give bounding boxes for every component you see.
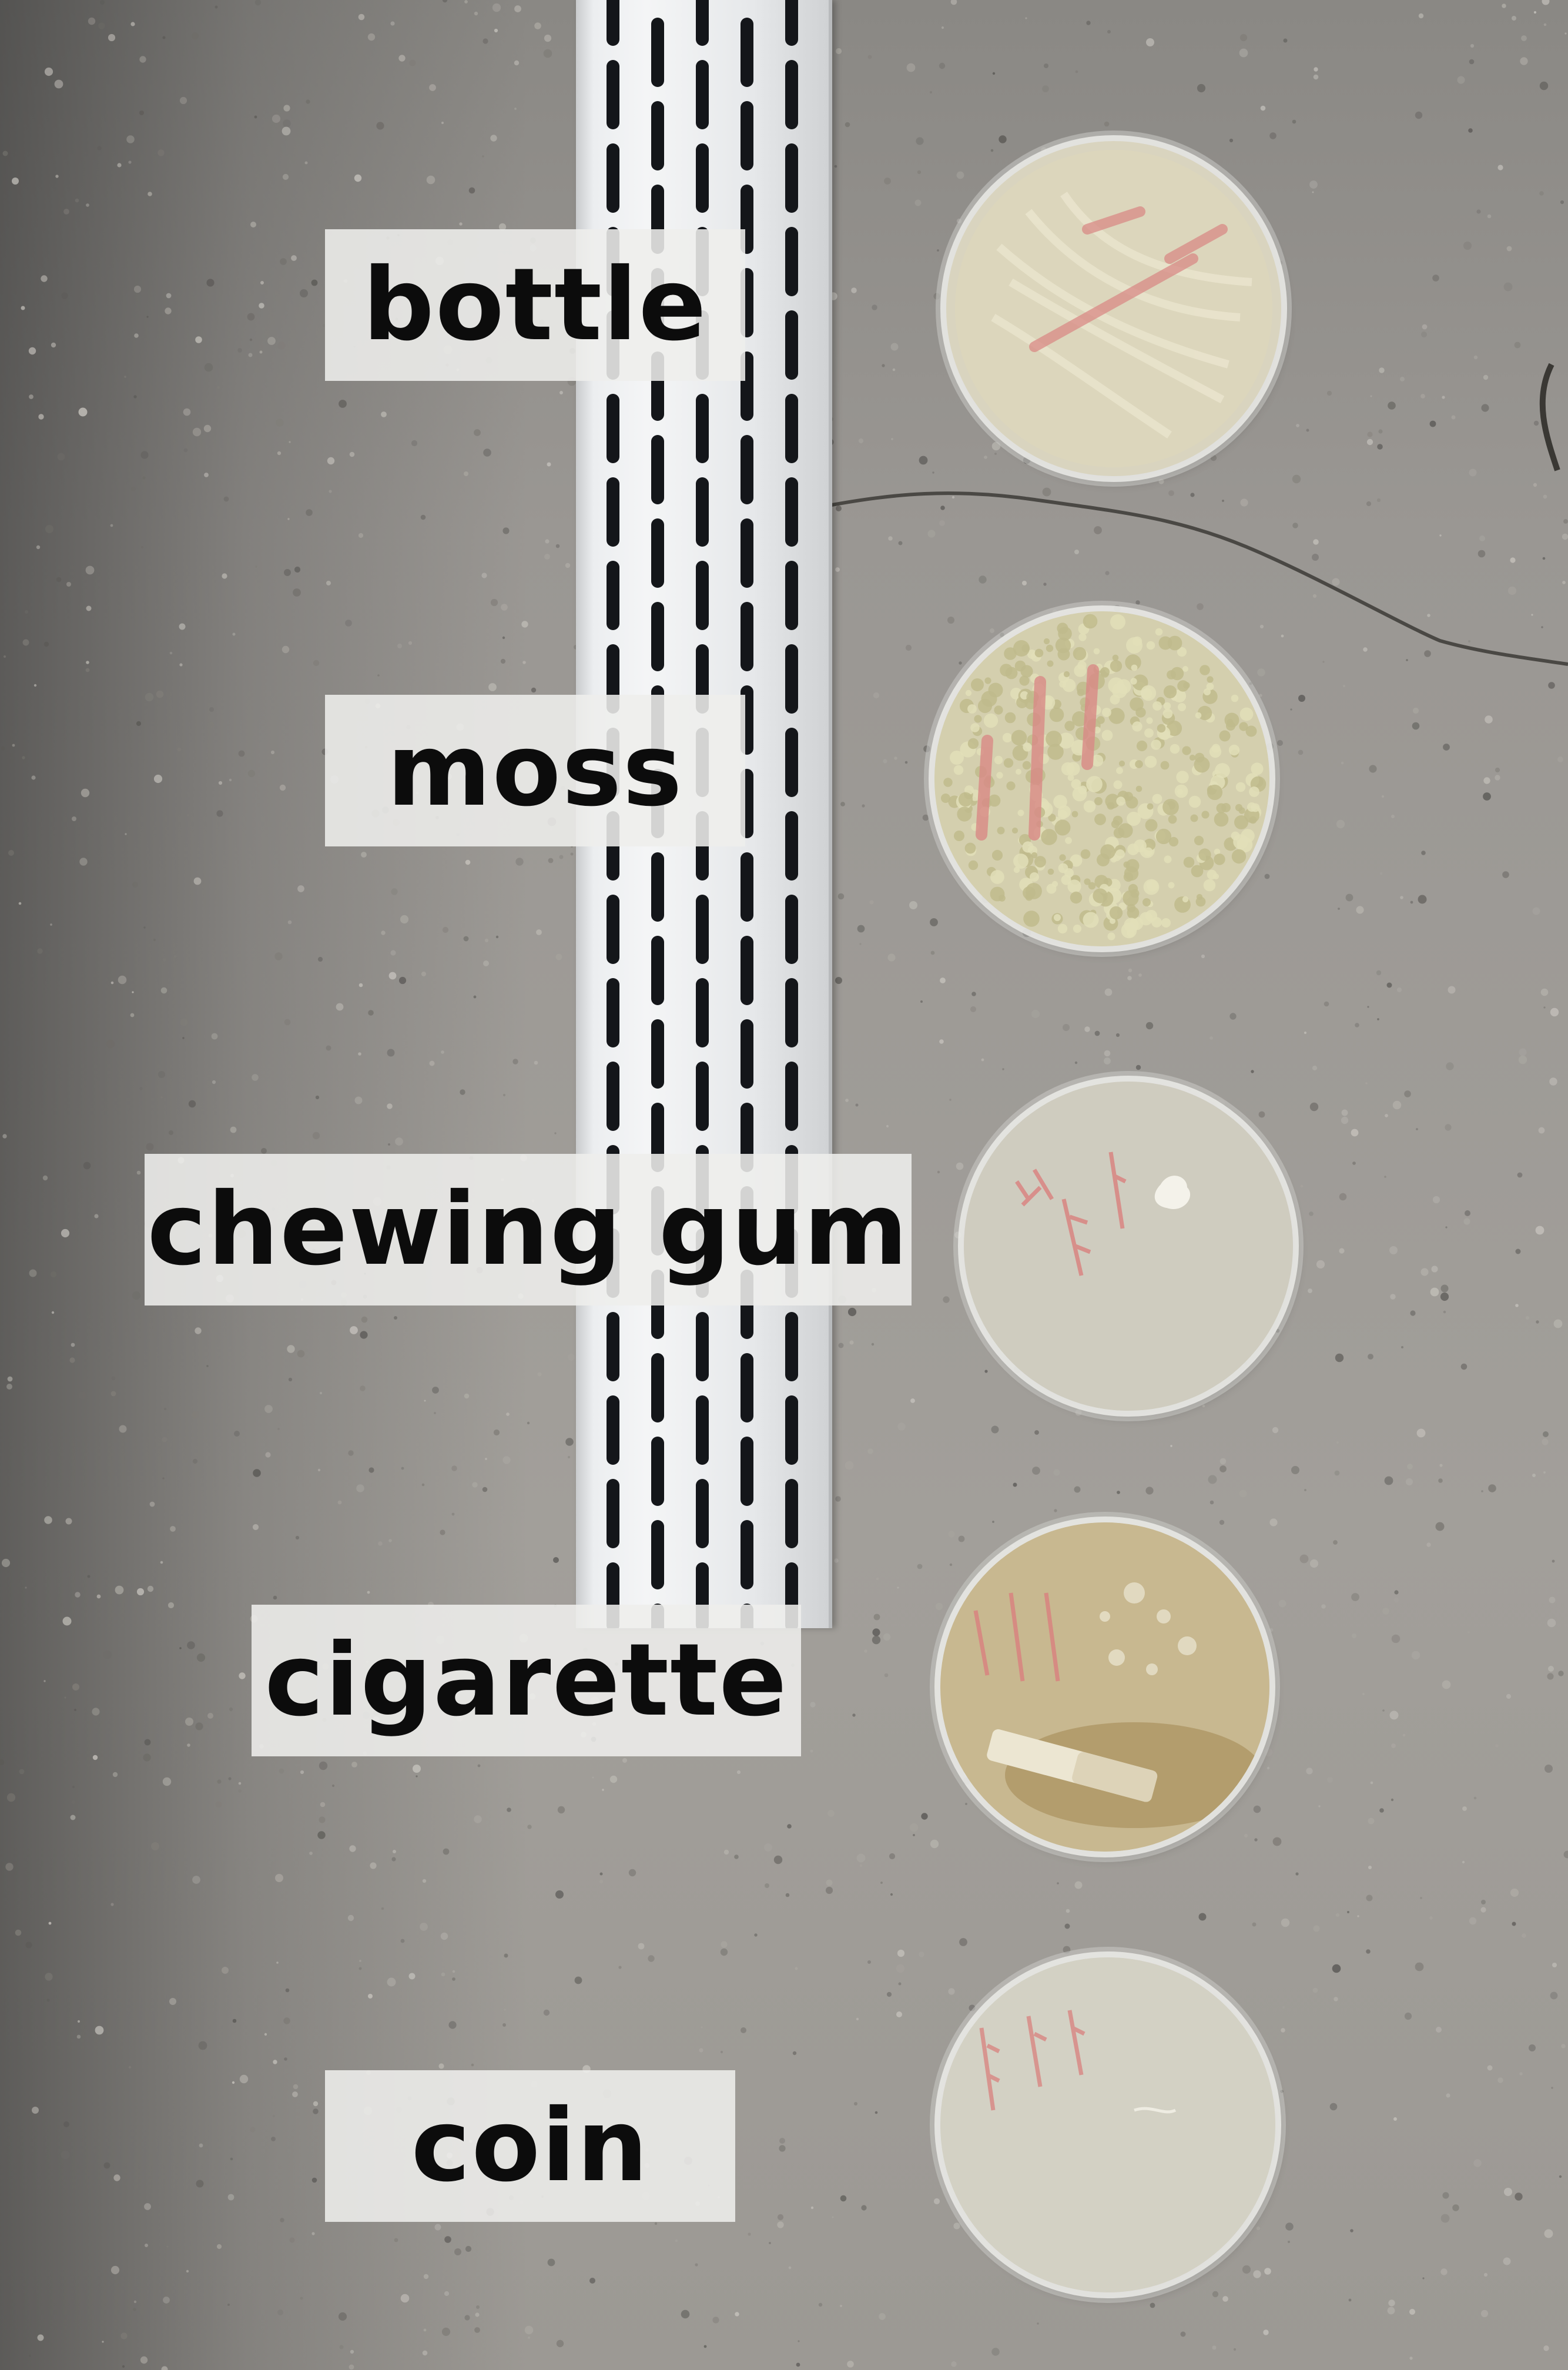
label-coin: coin [325,2070,735,2222]
petri-dish-bottle [946,141,1281,476]
label-bottle: bottle [325,229,745,381]
chewing-gum-dish-detail [964,1082,1293,1411]
label-chewing-gum: chewing gum [145,1154,912,1305]
bottle-dish-streaks [955,150,1272,467]
cigarette-dish-detail [940,1522,1269,1852]
petri-dish-chewing-gum [964,1082,1293,1411]
moss-dish-colonies [934,611,1269,946]
petri-dish-cigarette [940,1522,1269,1852]
coin-dish-detail [940,1957,1275,2292]
petri-dish-moss [934,611,1269,946]
label-cigarette: cigarette [252,1605,801,1756]
petri-dish-coin [940,1957,1275,2292]
label-moss: moss [325,695,745,846]
